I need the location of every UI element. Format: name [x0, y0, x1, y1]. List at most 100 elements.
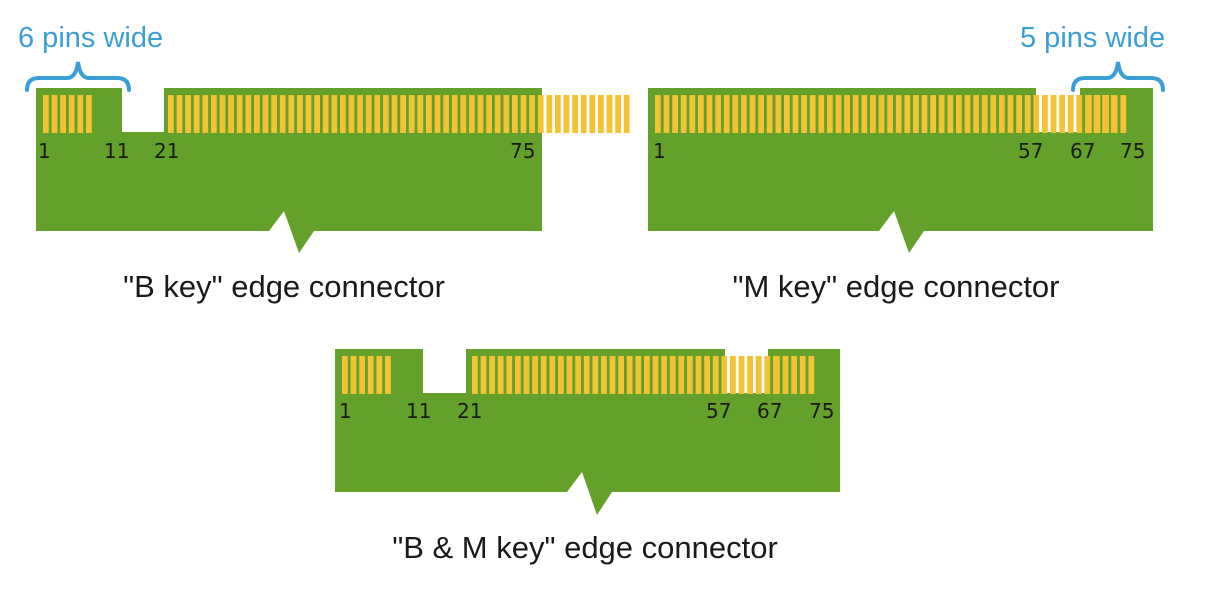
bm-key-pin — [342, 356, 348, 394]
b-key-pin — [615, 95, 621, 133]
m-key-pin — [981, 95, 988, 133]
bm-key-pin — [549, 356, 556, 394]
bm-key-pin — [472, 356, 478, 394]
b-key-pin — [60, 95, 66, 133]
b-key-pin — [383, 95, 389, 133]
b-key-connector: 1 11 21 75 "B key" edge connector — [36, 88, 630, 304]
m-key-pin — [663, 95, 670, 133]
b-key-pin — [408, 95, 415, 133]
b-key-pin — [520, 95, 527, 133]
b-key-pin — [486, 95, 492, 133]
m-key-pin — [870, 95, 876, 133]
m-key-pin — [878, 95, 885, 133]
m-key-pin — [655, 95, 661, 133]
bm-key-pin-label-75: 75 — [809, 399, 834, 423]
b-key-pin — [460, 95, 467, 133]
b-key-pin-label-1: 1 — [38, 139, 51, 163]
bm-key-pin — [755, 356, 762, 394]
bm-key-pins — [342, 356, 815, 394]
b-key-pin — [546, 95, 553, 133]
bm-key-pin — [575, 356, 581, 394]
m-key-pin — [921, 95, 928, 133]
m-key-pin — [895, 95, 902, 133]
m-key-pin — [973, 95, 979, 133]
bm-key-pin — [385, 356, 391, 394]
five-pins-wide-label: 5 pins wide — [1020, 22, 1165, 54]
bm-key-pin — [497, 356, 504, 394]
m-key-pin-label-1: 1 — [653, 139, 666, 163]
m-key-pin — [1076, 95, 1083, 133]
bm-key-pin — [635, 356, 642, 394]
m-key-pin — [1111, 95, 1118, 133]
b-key-pin — [357, 95, 363, 133]
m-key-pin — [680, 95, 687, 133]
m-key-pin — [741, 95, 747, 133]
m-key-pin — [827, 95, 833, 133]
bm-key-pin — [558, 356, 564, 394]
m-key-pin — [1016, 95, 1022, 133]
b-key-pin — [443, 95, 449, 133]
m-key-pin — [1033, 95, 1040, 133]
m-key-pin — [689, 95, 696, 133]
m-key-pin — [930, 95, 936, 133]
m-key-pin — [775, 95, 782, 133]
m-key-pin — [1042, 95, 1048, 133]
b-key-pins — [43, 95, 630, 133]
m-key-pin — [1103, 95, 1109, 133]
m-key-pin — [715, 95, 721, 133]
m-key-pin — [1086, 95, 1092, 133]
b-key-pin — [417, 95, 424, 133]
b-key-pin — [469, 95, 475, 133]
bm-key-pin — [791, 356, 797, 394]
m-key-pin — [801, 95, 807, 133]
b-key-pin — [503, 95, 510, 133]
m-key-pin — [732, 95, 739, 133]
b-key-pin — [589, 95, 596, 133]
bm-key-pin — [540, 356, 547, 394]
bm-key-pin-label-11: 11 — [406, 399, 431, 423]
b-key-pin — [331, 95, 338, 133]
m-key-pin — [766, 95, 773, 133]
bm-key-pin-label-57: 57 — [706, 399, 731, 423]
bm-key-pin — [489, 356, 495, 394]
b-key-pin — [86, 95, 92, 133]
m-key-pin — [904, 95, 911, 133]
b-key-pin — [391, 95, 398, 133]
b-key-pin — [219, 95, 226, 133]
b-key-pin — [374, 95, 381, 133]
m-key-pin — [852, 95, 859, 133]
m-key-pin — [964, 95, 971, 133]
m-key-pin — [938, 95, 945, 133]
bm-key-pin — [730, 356, 736, 394]
b-key-pin — [512, 95, 518, 133]
b-key-pin — [43, 95, 49, 133]
b-key-caption: "B key" edge connector — [123, 269, 445, 304]
six-pins-wide-label: 6 pins wide — [18, 22, 163, 54]
b-key-pin — [202, 95, 209, 133]
bm-key-pin — [764, 356, 771, 394]
bm-key-pin — [652, 356, 659, 394]
b-key-pin — [537, 95, 544, 133]
bm-key-caption: "B & M key" edge connector — [392, 530, 778, 565]
m-key-caption: "M key" edge connector — [732, 269, 1059, 304]
m-key-pin — [844, 95, 850, 133]
m-key-pin — [1024, 95, 1031, 133]
b-key-pin — [580, 95, 587, 133]
bm-key-pin — [376, 356, 383, 394]
m-key-pin — [706, 95, 713, 133]
m-key-pin — [947, 95, 954, 133]
b-key-pin — [365, 95, 372, 133]
b-key-pin — [245, 95, 252, 133]
six-pins-brace — [25, 61, 131, 92]
bm-key-pin — [738, 356, 745, 394]
bm-key-pin — [808, 356, 815, 394]
bm-key-pin-label-1: 1 — [339, 399, 352, 423]
b-key-pin — [400, 95, 406, 133]
bm-key-pin — [704, 356, 710, 394]
b-key-pin — [494, 95, 501, 133]
b-key-pin — [606, 95, 613, 133]
bm-key-pin — [506, 356, 513, 394]
bm-key-pin — [782, 356, 789, 394]
b-key-pin-label-11: 11 — [104, 139, 129, 163]
bm-key-pin — [523, 356, 530, 394]
